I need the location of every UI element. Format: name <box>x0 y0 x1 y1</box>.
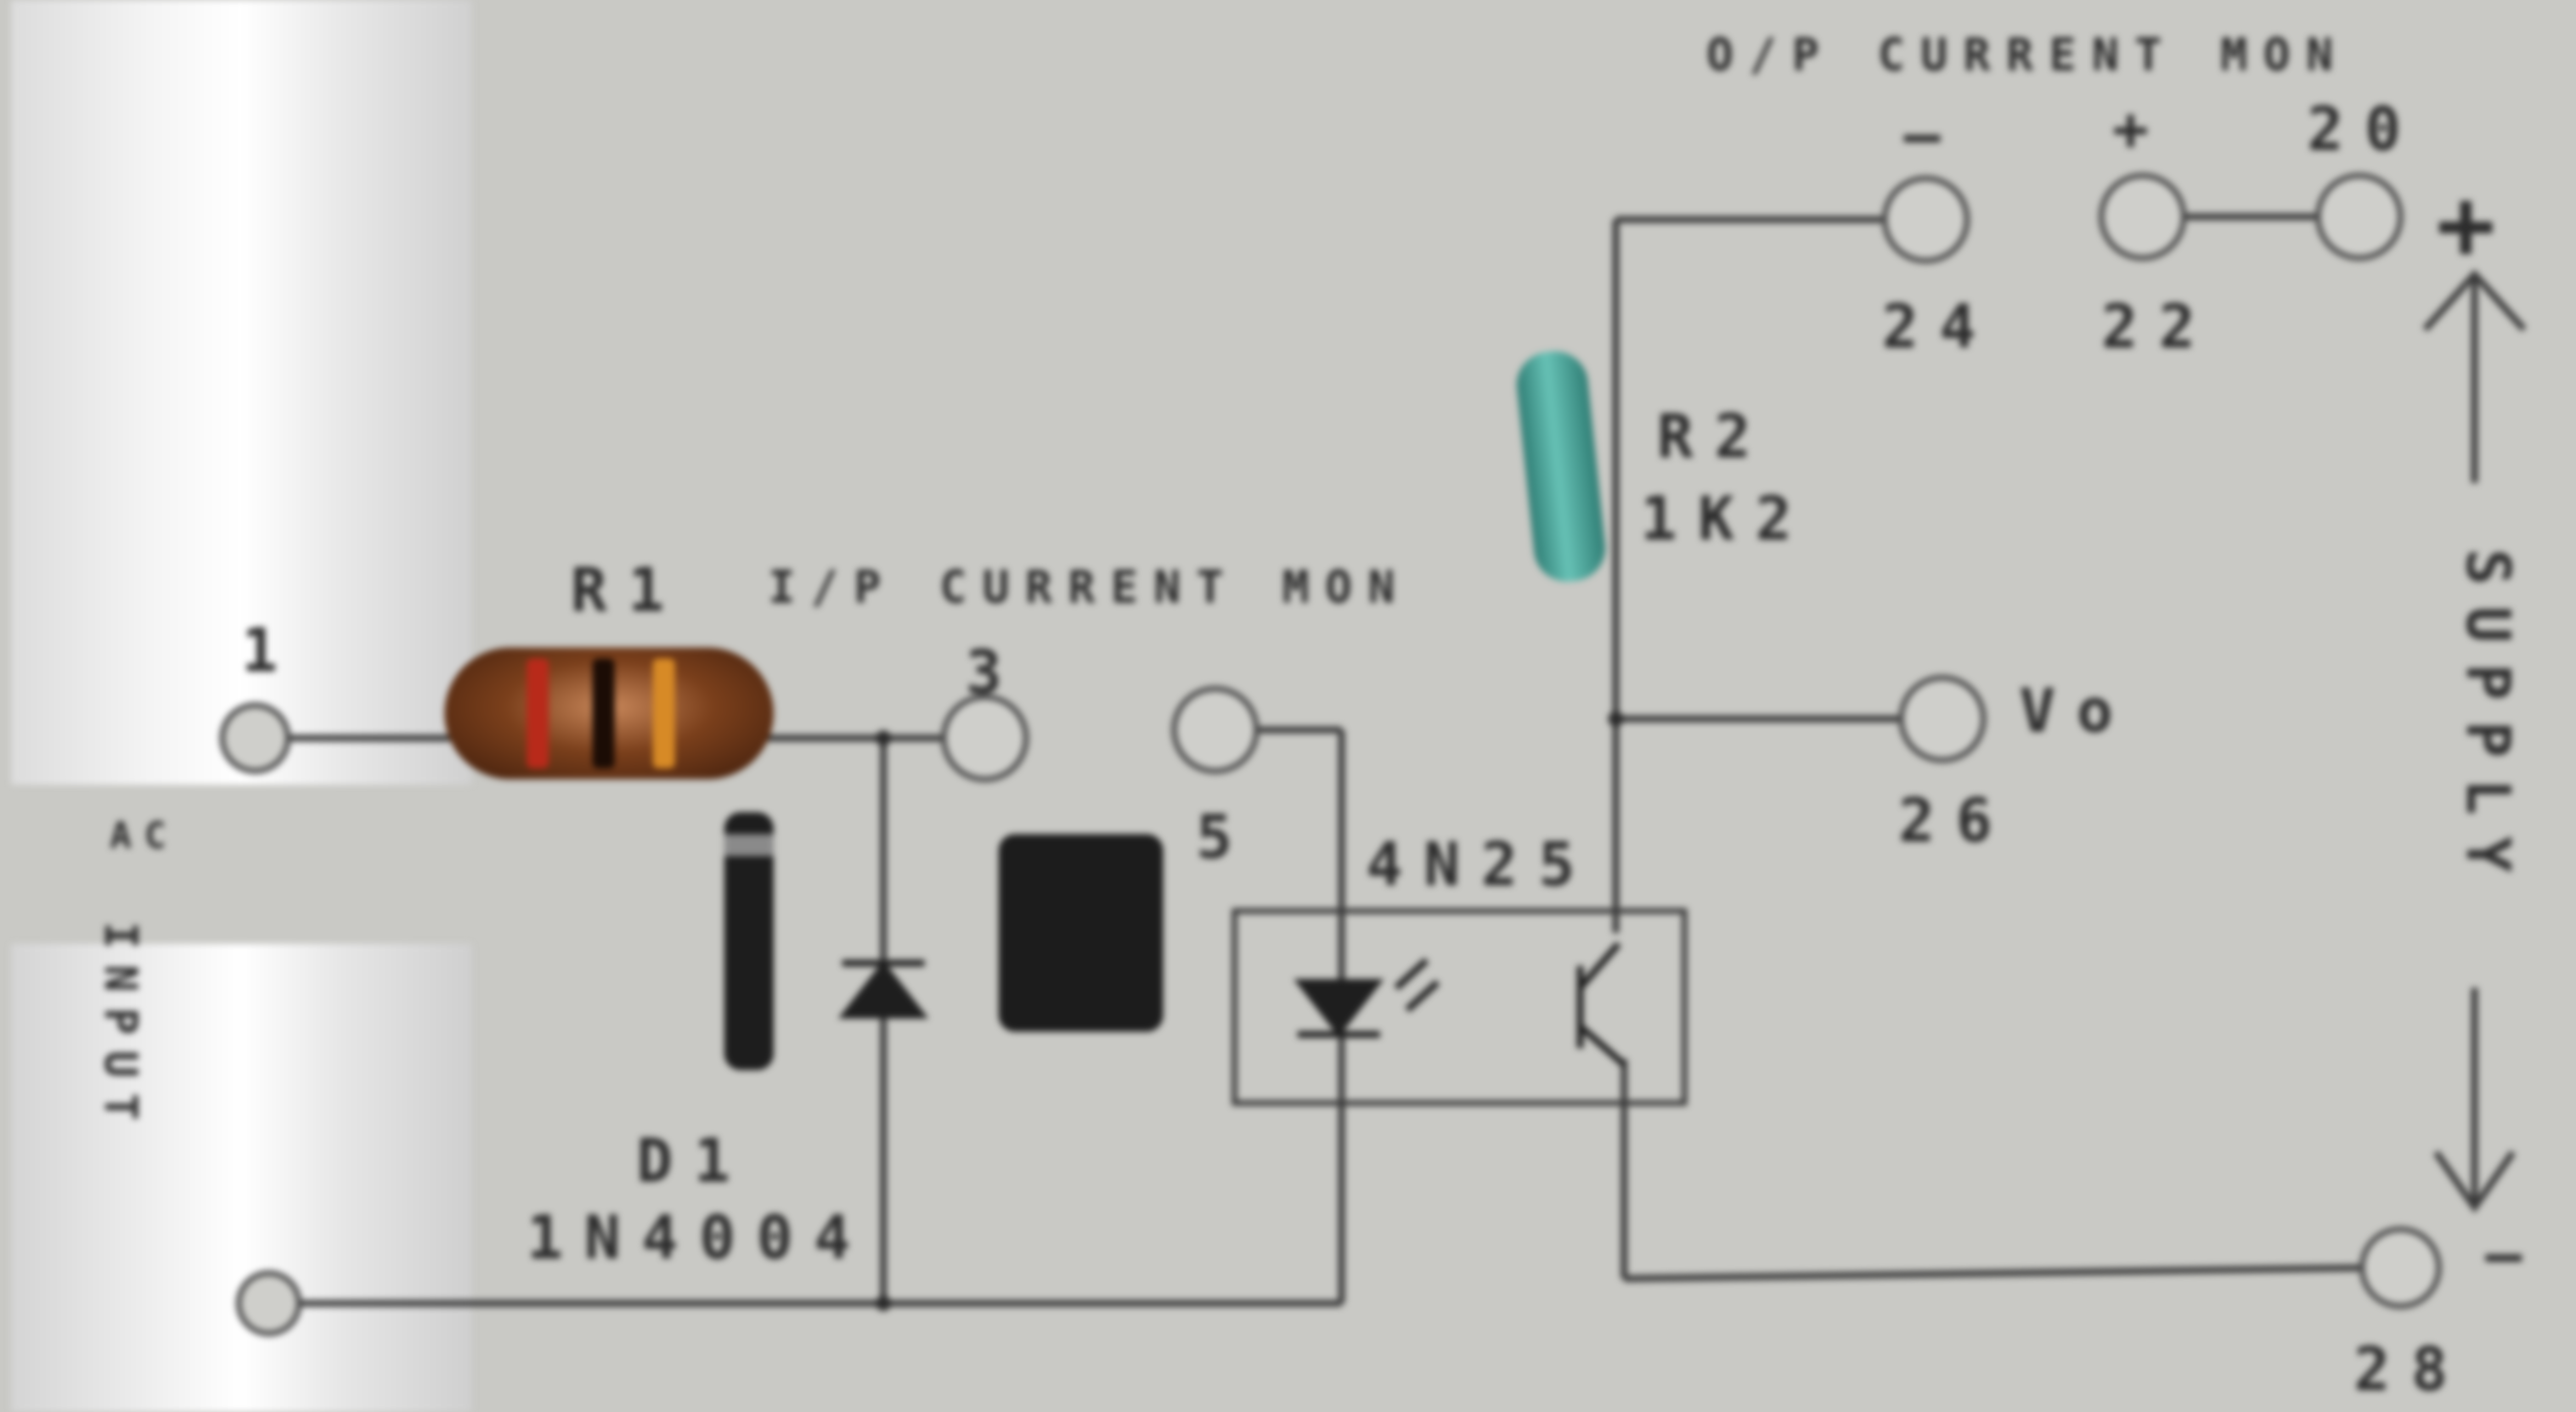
left-glare-strip-bottom <box>11 944 472 1412</box>
supply-vertical-label: SUPPLY <box>2453 549 2523 894</box>
heading-ip-current-mon: I/P CURRENT MON <box>768 561 1411 614</box>
r1-label: R1 <box>571 555 686 625</box>
pin-22-label: 22 <box>2101 291 2217 362</box>
pin-20-label: 20 <box>2307 94 2422 164</box>
opto-4n25-label: 4N25 <box>1366 829 1596 899</box>
r2-label: R2 <box>1657 401 1772 471</box>
d1-label: D1 <box>636 1126 752 1196</box>
diode-band <box>724 834 774 856</box>
ac-mark-label: AC <box>110 814 179 857</box>
pin-3-label: 3 <box>966 637 1023 707</box>
pin-5-label: 5 <box>1196 802 1254 872</box>
heading-op-current-mon: O/P CURRENT MON <box>1706 29 2349 81</box>
resistor-r1-band-3 <box>653 659 675 768</box>
pin-minus-label: – <box>1904 99 1961 170</box>
pin-1-label: 1 <box>241 615 299 685</box>
ic-chip <box>999 834 1163 1032</box>
pin-26-label: 26 <box>1898 785 2014 856</box>
resistor-r1-band-1 <box>527 659 549 768</box>
vo-output-label: Vo <box>2019 676 2134 746</box>
resistor-r1-band-2 <box>593 659 615 768</box>
supply-plus-label: + <box>2436 167 2530 282</box>
left-glare-strip-top <box>11 0 472 785</box>
input-vertical-label: INPUT <box>94 922 146 1137</box>
pin-plus-label: + <box>2112 94 2170 164</box>
pin-28-label: 28 <box>2354 1334 2469 1404</box>
supply-minus-label: – <box>2485 1219 2543 1289</box>
d1-part-label: 1N4004 <box>527 1202 872 1273</box>
pin-24-label: 24 <box>1882 291 1997 362</box>
r2-value-label: 1K2 <box>1641 483 1813 554</box>
